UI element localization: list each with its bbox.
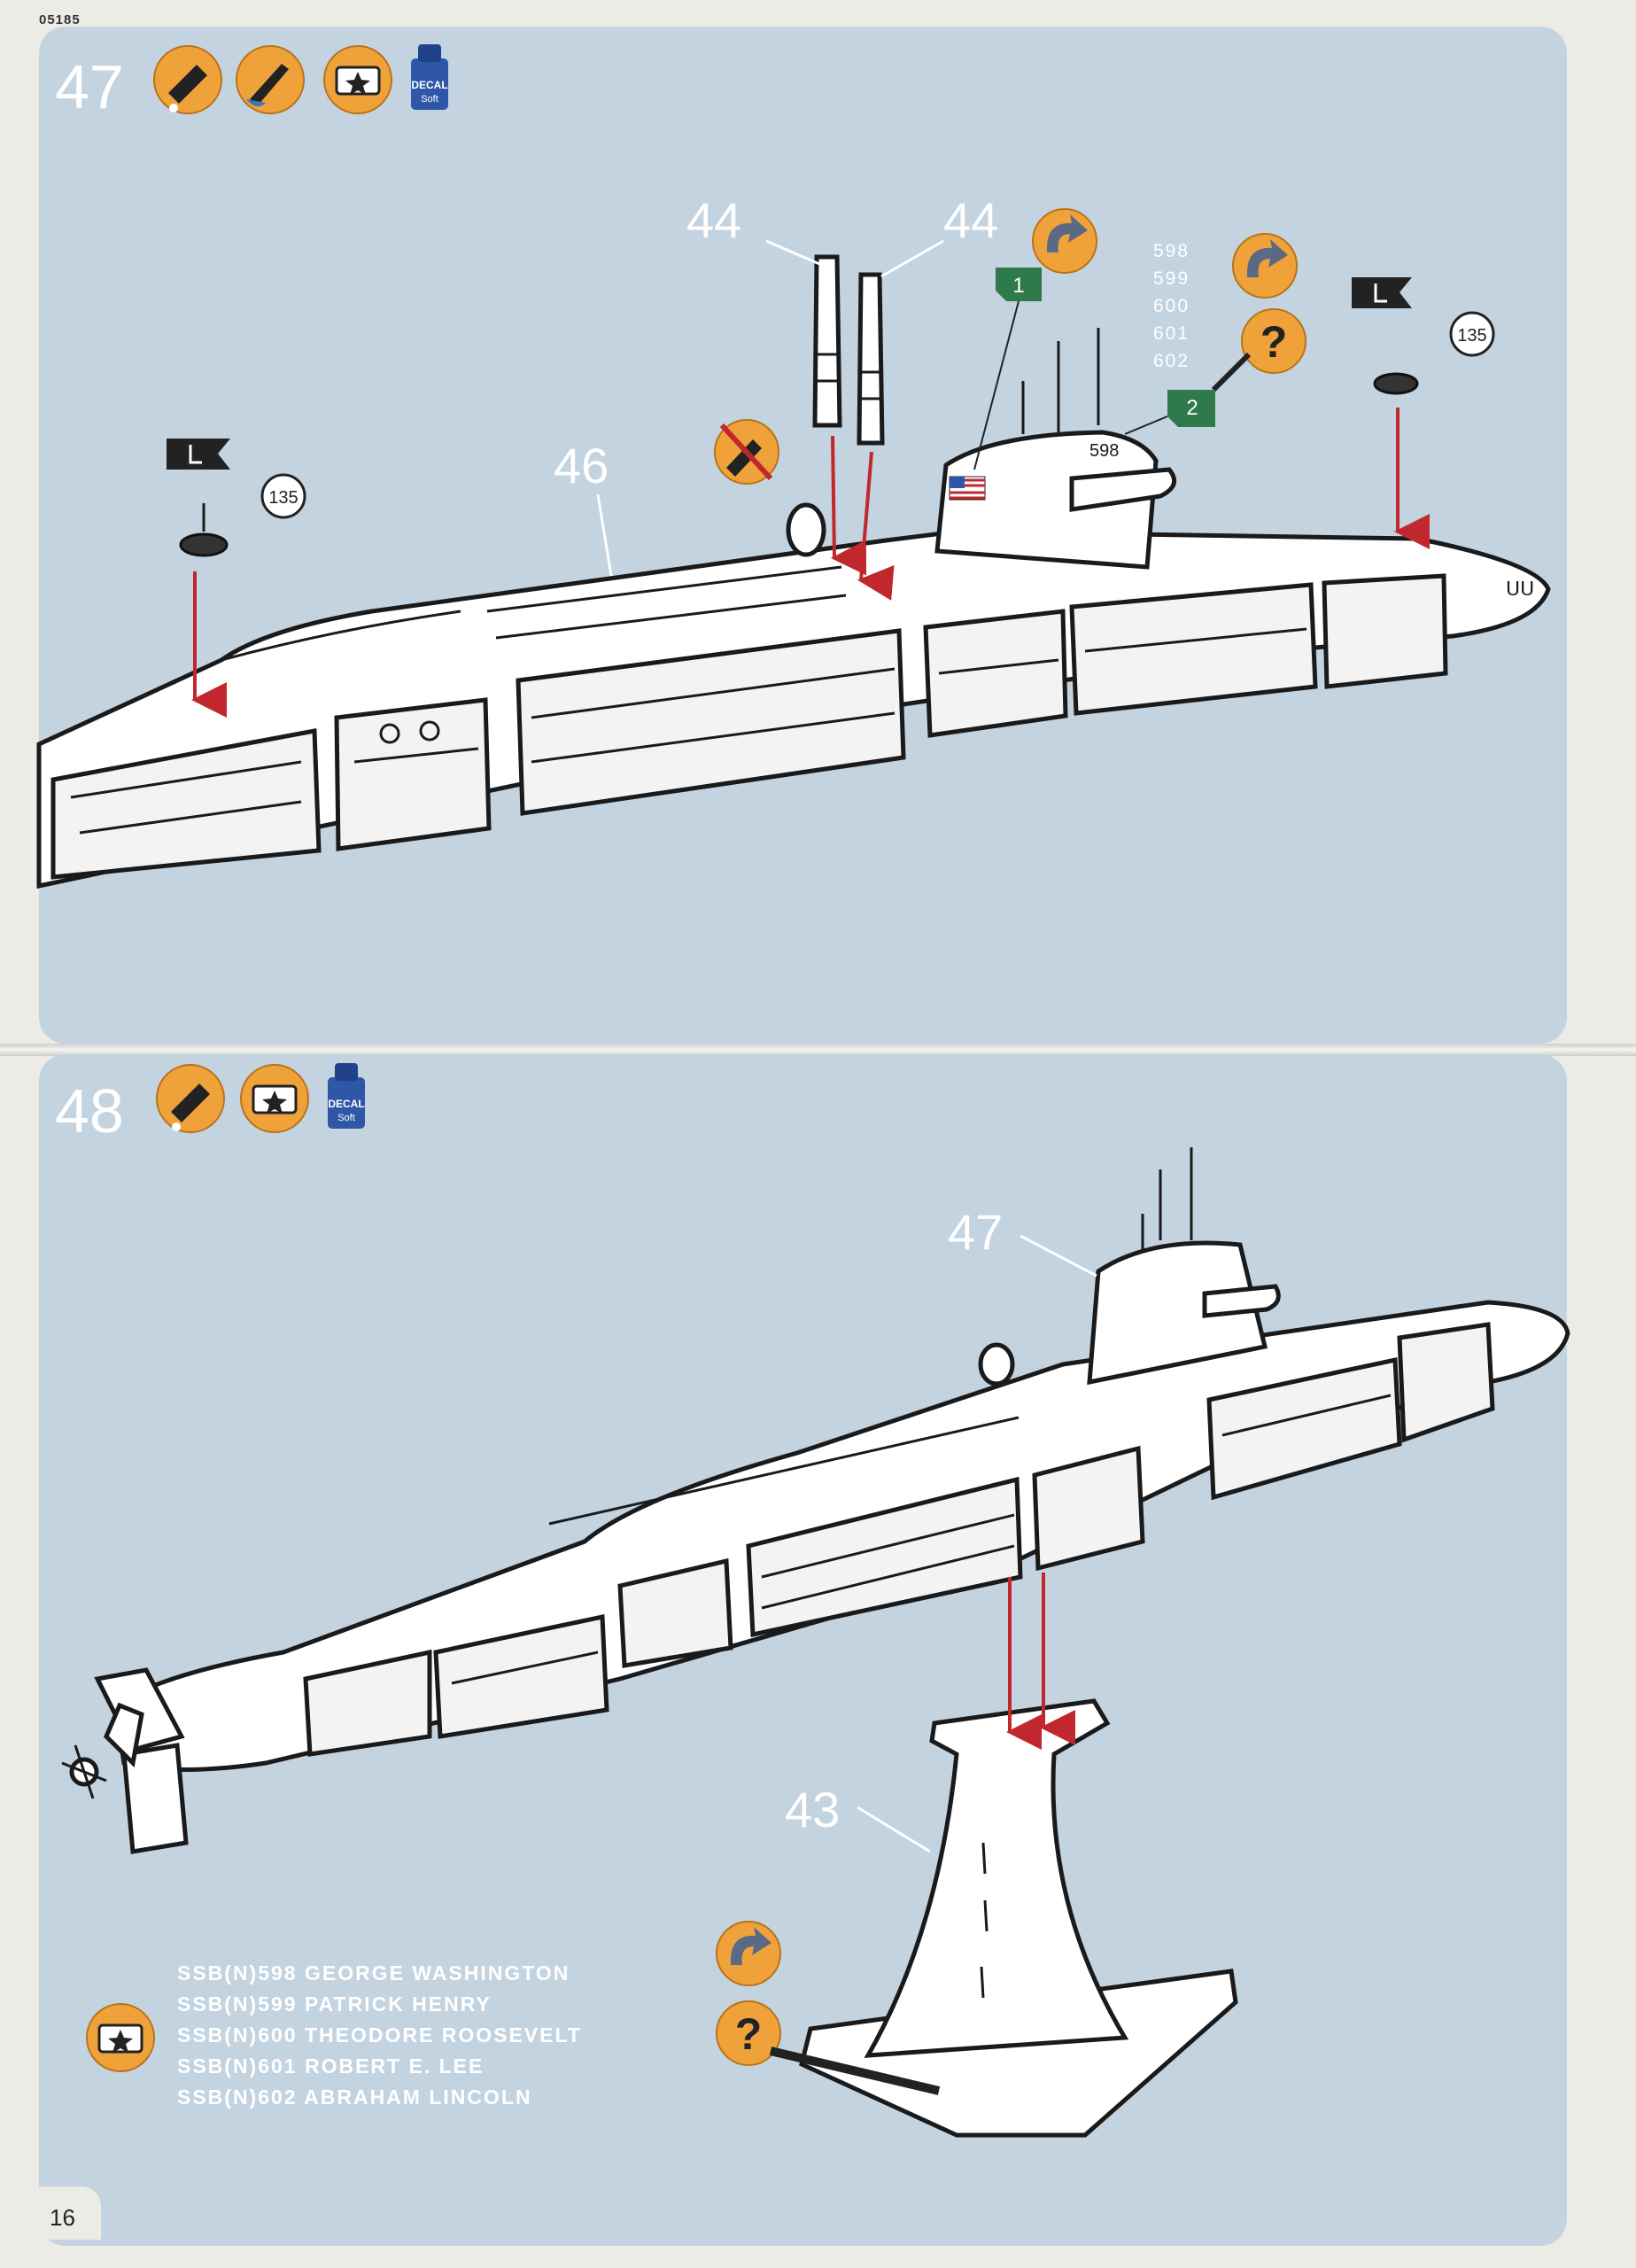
- arrow-periscope-b: [857, 451, 895, 601]
- hull-number-option: 598: [1153, 241, 1190, 261]
- svg-text:135: 135: [268, 488, 298, 508]
- decal-icon: [240, 1064, 309, 1133]
- part-label-44-a: 44: [686, 192, 741, 248]
- rotate-icon: [1232, 233, 1298, 299]
- flag-l-icon: [1352, 277, 1412, 308]
- hull-number-option: 601: [1153, 323, 1190, 344]
- ship-name: SSB(N)599 PATRICK HENRY: [177, 1992, 492, 2016]
- svg-text:135: 135: [1457, 326, 1486, 346]
- ship-name: SSB(N)600 THEODORE ROOSEVELT: [177, 2023, 582, 2047]
- part-label-44-b: 44: [943, 192, 998, 248]
- page-number-tab: 16: [39, 2186, 101, 2240]
- decal-soft-bottle-icon: DECAL Soft: [411, 44, 448, 110]
- ship-name: SSB(N)602 ABRAHAM LINCOLN: [177, 2085, 532, 2109]
- hull-number-option: 599: [1153, 268, 1190, 289]
- part-label-47: 47: [948, 1204, 1003, 1260]
- ship-name: SSB(N)598 GEORGE WASHINGTON: [177, 1961, 570, 1984]
- page-number: 16: [50, 2204, 75, 2231]
- part-label-43: 43: [785, 1782, 840, 1837]
- rotate-icon: [716, 1921, 781, 1986]
- periscope-parts-44: [812, 254, 1100, 446]
- svg-text:1: 1: [1012, 274, 1024, 298]
- svg-text:Soft: Soft: [421, 94, 438, 105]
- ref-circle-135-right: 135: [1449, 311, 1495, 357]
- svg-text:2: 2: [1186, 396, 1198, 420]
- step-48-number: 48: [55, 1076, 124, 1146]
- part-label-46: 46: [554, 438, 609, 493]
- submarine-hull-cutaway-47: ᑌᑌ: [36, 430, 1551, 889]
- svg-text:?: ?: [735, 2009, 763, 2059]
- svg-text:Soft: Soft: [337, 1113, 355, 1123]
- page-code: 05185: [39, 12, 81, 27]
- hull-number-option: 602: [1153, 351, 1190, 371]
- hull-number-option: 600: [1153, 296, 1190, 316]
- step-47-number: 47: [55, 52, 124, 121]
- ship-name-list: SSB(N)598 GEORGE WASHINGTON SSB(N)599 PA…: [177, 1958, 582, 2113]
- svg-text:DECAL: DECAL: [328, 1098, 364, 1110]
- cleat-part-left: [179, 503, 229, 557]
- cleat-part-right: [1373, 372, 1419, 395]
- page-fold: [0, 1044, 1636, 1056]
- decal-icon: [86, 2003, 155, 2072]
- question-icon: ?: [1211, 308, 1306, 392]
- hull-number-options: 598 599 600 601 602: [1153, 237, 1190, 375]
- flag-l-icon: [167, 439, 230, 470]
- svg-text:DECAL: DECAL: [411, 79, 447, 91]
- rotate-icon: [1032, 208, 1097, 274]
- glue-icon: [156, 1064, 225, 1133]
- hull-number-text: 598: [1089, 441, 1119, 461]
- arrow-periscope-a: [831, 435, 867, 576]
- no-glue-icon: [714, 419, 779, 485]
- display-stand-43: [799, 1573, 1238, 2138]
- decal-icon: [323, 45, 392, 114]
- glue-icon: [153, 45, 222, 114]
- submarine-complete-48: [61, 1147, 1570, 1854]
- svg-text:?: ?: [1260, 317, 1288, 367]
- ship-name: SSB(N)601 ROBERT E. LEE: [177, 2054, 485, 2078]
- decal-tag-1: 1: [973, 268, 1042, 470]
- us-flag-decal: [949, 476, 986, 501]
- decal-tag-2: 2: [1124, 390, 1215, 435]
- decal-soft-bottle-icon: DECAL Soft: [328, 1063, 365, 1129]
- svg-text:ᑌᑌ: ᑌᑌ: [1506, 578, 1534, 600]
- ref-circle-135-left: 135: [260, 473, 306, 519]
- question-icon: ?: [716, 2000, 941, 2095]
- paint-brush-icon: [236, 45, 305, 114]
